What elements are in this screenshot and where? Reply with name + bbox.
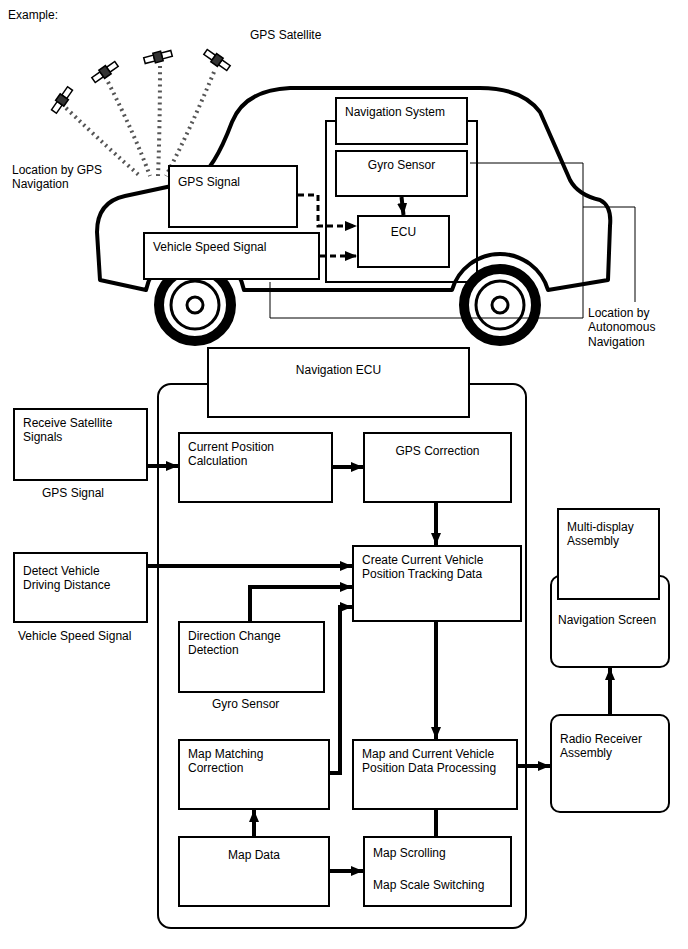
process-box: Radio Receiver Assembly (550, 714, 670, 813)
box-text: Gyro Sensor (345, 158, 458, 172)
box-text: GPS Correction (373, 444, 502, 458)
box-text: Multi-display Assembly (567, 520, 650, 549)
box-text: Map Scrolling (373, 846, 502, 860)
process-box: Multi-display Assembly (557, 508, 660, 600)
satellites (50, 48, 231, 114)
box-text: Detect Vehicle Driving Distance (23, 564, 138, 593)
process-box: Direction Change Detection (178, 621, 325, 693)
box-text: Navigation ECU (217, 363, 460, 377)
box-text: ECU (365, 225, 442, 239)
text-label: Location by Autonomous Navigation (588, 306, 684, 349)
process-box: Create Current Vehicle Position Tracking… (352, 545, 522, 622)
text-label: Example: (8, 8, 98, 22)
box-text: Navigation Screen (558, 613, 662, 627)
text-label: Location by GPS Navigation (12, 163, 104, 192)
text-label: Gyro Sensor (212, 697, 312, 711)
process-box: Map Matching Correction (178, 739, 330, 810)
box-text: Map and Current Vehicle Position Data Pr… (362, 747, 508, 776)
box-text: Direction Change Detection (188, 629, 315, 658)
box-text: Map Scale Switching (373, 878, 502, 892)
arrow-connector (434, 503, 438, 545)
process-box: GPS Signal (168, 165, 298, 228)
arrow-connector (402, 197, 404, 215)
box-text: Map Data (188, 848, 320, 862)
arrow-connector (330, 607, 352, 773)
arrow-connector (333, 465, 363, 469)
box-text: Radio Receiver Assembly (560, 732, 660, 761)
box-text: Map Matching Correction (188, 747, 320, 776)
box-text: Receive Satellite Signals (23, 416, 138, 445)
container-box: Navigation SystemGyro SensorECU (325, 120, 478, 283)
container-box: Navigation ECUCurrent Position Calculati… (157, 383, 527, 929)
process-box: GPS Correction (363, 432, 512, 503)
box-text: Navigation System (345, 105, 458, 119)
process-box: ECU (357, 215, 450, 268)
text-label: GPS Signal (42, 486, 142, 500)
header-box: Navigation System (335, 97, 468, 145)
arrow-connector (434, 622, 438, 739)
header-box: Navigation ECU (207, 347, 470, 418)
arrow-connector (608, 668, 612, 714)
box-text: GPS Signal (178, 175, 288, 189)
satellite-beams (66, 66, 214, 176)
arrow-connector (148, 464, 178, 468)
box-text: Create Current Vehicle Position Tracking… (362, 553, 512, 582)
process-box: Map ScrollingMap Scale Switching (363, 836, 512, 907)
process-box: Receive Satellite Signals (13, 408, 148, 481)
process-box: Current Position Calculation (178, 432, 333, 503)
arrow-connector (148, 564, 352, 568)
arrow-connector (250, 587, 352, 621)
arrow-connector (252, 810, 256, 836)
box-text: Current Position Calculation (188, 440, 323, 469)
arrow-connector (298, 195, 357, 226)
process-box: Vehicle Speed Signal (143, 232, 320, 280)
car-body (97, 88, 610, 290)
arrow-connector (518, 764, 550, 768)
process-box: Gyro Sensor (335, 150, 468, 197)
arrow-connector (330, 869, 363, 873)
text-label: Vehicle Speed Signal (18, 629, 158, 643)
text-label: GPS Satellite (250, 28, 350, 42)
process-box: Detect Vehicle Driving Distance (13, 552, 148, 623)
process-box: Navigation ScreenMulti-display Assembly (550, 575, 670, 668)
process-box: Map Data (178, 836, 330, 907)
box-text: Vehicle Speed Signal (153, 240, 310, 254)
process-box: Map and Current Vehicle Position Data Pr… (352, 739, 518, 810)
